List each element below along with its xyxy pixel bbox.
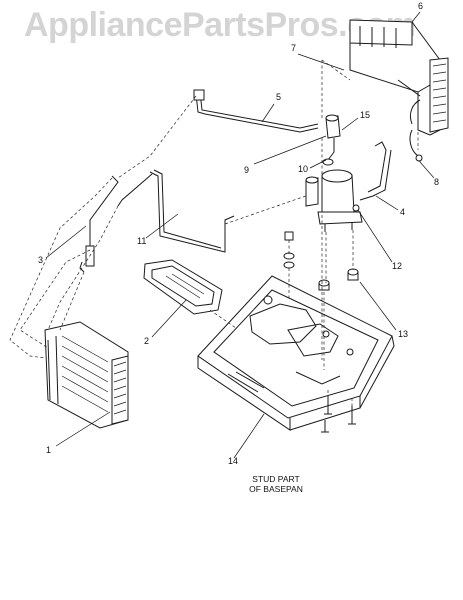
callout-11: 11 (137, 236, 147, 246)
callout-5: 5 (276, 92, 282, 102)
evaporator-coil-part-1 (44, 321, 129, 429)
callout-15: 15 (360, 110, 371, 120)
stud-note: STUD PART OF BASEPAN (241, 474, 311, 495)
drier-part-15 (322, 114, 341, 166)
callout-2: 2 (144, 336, 150, 346)
callout-14: 14 (228, 456, 239, 466)
compressor-part-10 (305, 169, 363, 232)
callout-13: 13 (398, 329, 409, 339)
callout-10: 10 (298, 164, 309, 174)
stud-note-line1: STUD PART (252, 474, 300, 484)
assembly-guide-lines (9, 59, 419, 370)
callout-6: 6 (418, 1, 424, 11)
stud-note-line2: OF BASEPAN (249, 483, 303, 494)
callout-3: 3 (38, 255, 44, 265)
callout-8: 8 (434, 177, 440, 187)
discharge-tube-part-4 (359, 141, 392, 201)
capillary-tube-part-3 (79, 175, 119, 273)
condenser-coil-part-6 (349, 19, 449, 136)
base-pan-part-14 (197, 275, 395, 431)
tube-part-8 (409, 99, 423, 163)
callout-9: 9 (244, 165, 250, 175)
drain-pan-part-2 (143, 259, 223, 315)
leader-lines (45, 11, 435, 459)
grommet-part-13 (318, 268, 359, 291)
callout-4: 4 (400, 207, 406, 217)
callout-1: 1 (46, 445, 52, 455)
suction-tube-part-5 (193, 89, 319, 133)
bracket-part-11 (117, 169, 235, 253)
stud-part-of-basepan (321, 390, 356, 433)
callout-7: 7 (291, 43, 297, 53)
grommet-part-12 (283, 231, 295, 269)
callout-12: 12 (392, 261, 403, 271)
